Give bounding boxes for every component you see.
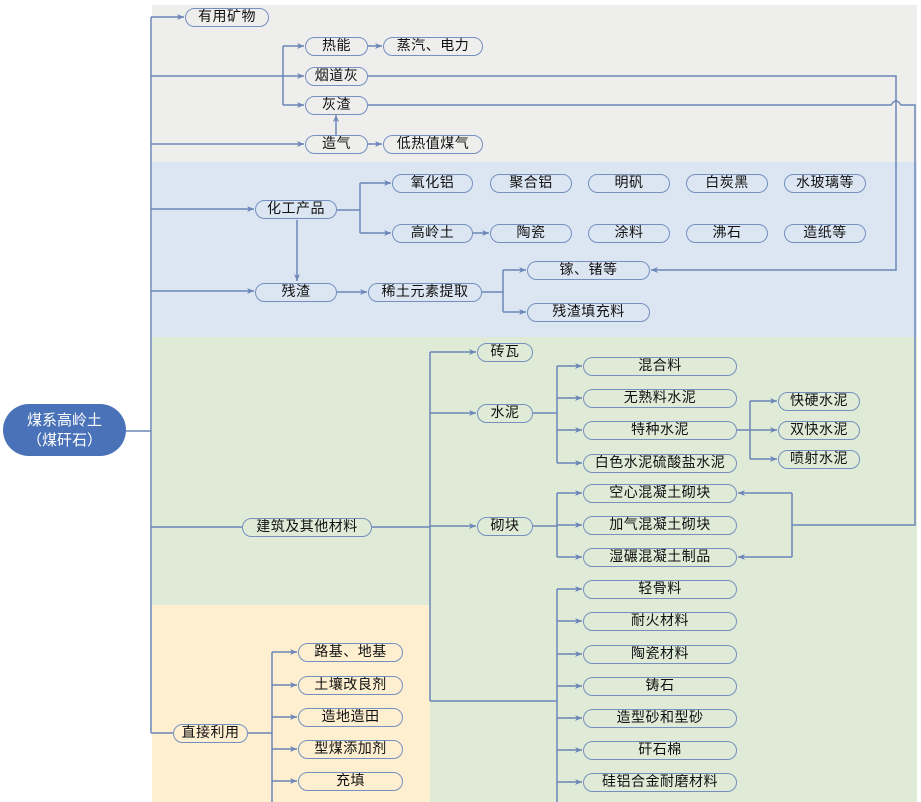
node-double-fast-cement[interactable]: 双快水泥 (778, 421, 860, 440)
node-polyaluminum[interactable]: 聚合铝 (490, 174, 572, 193)
node-refractory-material[interactable]: 耐火材料 (583, 612, 737, 631)
node-kaolin[interactable]: 高岭土 (392, 224, 473, 243)
node-aerated-concrete-block[interactable]: 加气混凝土砌块 (583, 516, 737, 535)
node-mixed-material[interactable]: 混合料 (583, 357, 737, 376)
node-land-reclamation[interactable]: 造地造田 (298, 708, 403, 727)
node-special-cement[interactable]: 特种水泥 (583, 421, 737, 440)
node-rare-earth-extraction[interactable]: 稀土元素提取 (368, 283, 482, 302)
node-residue-filler[interactable]: 残渣填充料 (527, 303, 650, 322)
node-residue[interactable]: 残渣 (255, 283, 337, 302)
node-lightweight-aggregate[interactable]: 轻骨料 (583, 580, 737, 599)
node-molding-sand[interactable]: 造型砂和型砂 (583, 709, 737, 728)
node-heat[interactable]: 热能 (305, 37, 368, 56)
node-white-sulfate-cement[interactable]: 白色水泥硫酸盐水泥 (583, 454, 737, 473)
edge-blocks-branch (533, 493, 558, 557)
node-chemical-products[interactable]: 化工产品 (255, 200, 337, 219)
energy-section-band (152, 5, 917, 162)
node-shotcrete-cement[interactable]: 喷射水泥 (778, 450, 860, 469)
edge-rare-branch (482, 270, 504, 312)
node-roadbed-foundation[interactable]: 路基、地基 (298, 643, 403, 662)
node-filling[interactable]: 充填 (298, 772, 403, 791)
node-alumina[interactable]: 氧化铝 (392, 174, 473, 193)
node-gangue-wool[interactable]: 矸石棉 (583, 741, 737, 760)
node-direct-use[interactable]: 直接利用 (173, 724, 248, 743)
node-building-materials[interactable]: 建筑及其他材料 (242, 518, 372, 537)
node-wet-milled-concrete[interactable]: 湿碾混凝土制品 (583, 548, 737, 567)
node-silumin-wear-material[interactable]: 硅铝合金耐磨材料 (583, 773, 737, 792)
node-low-heat-gas[interactable]: 低热值煤气 (383, 135, 483, 154)
edge-direct-branch (248, 652, 273, 802)
node-rapid-hardening-cement[interactable]: 快硬水泥 (778, 392, 860, 411)
node-steam-power[interactable]: 蒸汽、电力 (383, 37, 483, 56)
node-papermaking[interactable]: 造纸等 (784, 224, 866, 243)
node-soil-conditioner[interactable]: 土壤改良剂 (298, 676, 403, 695)
node-ceramics[interactable]: 陶瓷 (490, 224, 572, 243)
node-zeolite[interactable]: 沸石 (686, 224, 768, 243)
node-water-glass[interactable]: 水玻璃等 (784, 174, 866, 193)
node-flue-ash[interactable]: 烟道灰 (305, 67, 368, 86)
root-node-coal-kaolin[interactable]: 煤系高岭土 （煤矸石） (3, 404, 126, 456)
node-ceramic-material[interactable]: 陶瓷材料 (583, 645, 737, 664)
root-label-line2: （煤矸石） (26, 431, 102, 449)
node-gallium-germanium[interactable]: 镓、锗等 (527, 261, 650, 280)
node-gasification[interactable]: 造气 (305, 135, 368, 154)
root-label-line1: 煤系高岭土 (26, 411, 102, 429)
node-cast-stone[interactable]: 铸石 (583, 677, 737, 696)
edge-cement-branch (533, 366, 558, 463)
node-alum[interactable]: 明矾 (588, 174, 670, 193)
edge-slag-to-blocks (368, 100, 916, 526)
edge-flue-ash-to-gallium (368, 75, 897, 273)
node-hollow-concrete-block[interactable]: 空心混凝土砌块 (583, 484, 737, 503)
node-coatings[interactable]: 涂料 (588, 224, 670, 243)
edge-special-branch (737, 401, 751, 459)
node-white-carbon-black[interactable]: 白炭黑 (686, 174, 768, 193)
node-clinker-free-cement[interactable]: 无熟料水泥 (583, 389, 737, 408)
node-useful-minerals[interactable]: 有用矿物 (185, 8, 269, 27)
node-ash-slag[interactable]: 灰渣 (305, 96, 368, 115)
node-cement[interactable]: 水泥 (477, 404, 533, 423)
direct-use-section-band (152, 605, 430, 802)
node-briquette-additive[interactable]: 型煤添加剂 (298, 740, 403, 759)
node-bricks[interactable]: 砖瓦 (477, 343, 533, 362)
node-blocks[interactable]: 砌块 (477, 517, 533, 536)
edge-chem-branch (337, 183, 361, 233)
